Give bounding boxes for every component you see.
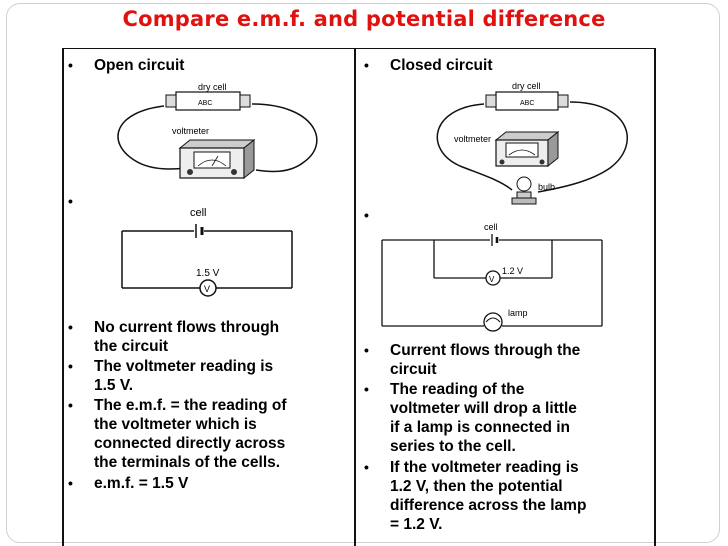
- lamp-label: lamp: [508, 308, 528, 318]
- closed-circuit-illustration: dry cell ABC voltmeter bulb: [436, 81, 628, 205]
- dry-cell-label: dry cell: [198, 82, 227, 92]
- bullet-icon: •: [68, 57, 73, 73]
- bullet-line: circuit: [390, 361, 437, 378]
- slide-title: Compare e.m.f. and potential difference: [122, 7, 606, 31]
- column-divider: [354, 48, 356, 546]
- bullet-line: connected directly across: [94, 435, 286, 452]
- voltmeter-label: voltmeter: [172, 126, 209, 136]
- bulb-label: bulb: [538, 182, 555, 192]
- bullet-icon: •: [364, 207, 369, 223]
- left-heading-text: Open circuit: [94, 57, 185, 74]
- bullet-line: The reading of the: [390, 381, 525, 398]
- bullet-icon: •: [364, 381, 369, 397]
- slide-frame: [6, 3, 720, 543]
- abc-label: ABC: [198, 100, 212, 107]
- bullet-line: voltmeter will drop a little: [390, 400, 577, 417]
- voltmeter-symbol: V: [204, 284, 210, 294]
- bullet-line: Current flows through the: [390, 342, 581, 359]
- bullet-icon: •: [364, 459, 369, 475]
- schematic-cell-label: cell: [190, 207, 207, 219]
- bullet-line: series to the cell.: [390, 438, 516, 455]
- bullet-icon: •: [68, 475, 73, 491]
- schematic-reading-label: 1.2 V: [502, 266, 523, 276]
- bullet-line: 1.2 V, then the potential: [390, 478, 563, 495]
- abc-label: ABC: [520, 100, 534, 107]
- bullet-line: The voltmeter reading is: [94, 358, 274, 375]
- bullet-line: = 1.2 V.: [390, 516, 443, 533]
- bullet-line: the circuit: [94, 338, 169, 355]
- closed-circuit-schematic: cell V 1.2 V lamp: [381, 222, 603, 332]
- bullet-line: if a lamp is connected in: [390, 419, 571, 436]
- bullet-icon: •: [68, 319, 73, 335]
- comparison-table: [62, 48, 656, 546]
- bullet-icon: •: [364, 342, 369, 358]
- schematic-cell-label: cell: [484, 222, 498, 232]
- bullet-icon: •: [364, 57, 369, 73]
- bullet-line: The e.m.f. = the reading of: [94, 397, 287, 414]
- voltmeter-label: voltmeter: [454, 134, 491, 144]
- bullet-icon: •: [68, 358, 73, 374]
- bullet-icon: •: [68, 397, 73, 413]
- bullet-line: the terminals of the cells.: [94, 454, 281, 471]
- open-circuit-schematic: cell V 1.5 V: [121, 207, 293, 297]
- voltmeter-symbol: V: [489, 275, 495, 284]
- bullet-line: e.m.f. = 1.5 V: [94, 475, 189, 492]
- dry-cell-label: dry cell: [512, 81, 541, 91]
- schematic-reading-label: 1.5 V: [196, 268, 220, 279]
- bullet-line: difference across the lamp: [390, 497, 587, 514]
- bullet-line: If the voltmeter reading is: [390, 459, 579, 476]
- bullet-line: 1.5 V.: [94, 377, 134, 394]
- open-circuit-illustration: dry cell ABC voltmeter: [117, 82, 318, 180]
- bullet-line: No current flows through: [94, 319, 280, 336]
- bullet-icon: •: [68, 193, 73, 209]
- bullet-line: the voltmeter which is: [94, 416, 257, 433]
- right-heading-text: Closed circuit: [390, 57, 493, 74]
